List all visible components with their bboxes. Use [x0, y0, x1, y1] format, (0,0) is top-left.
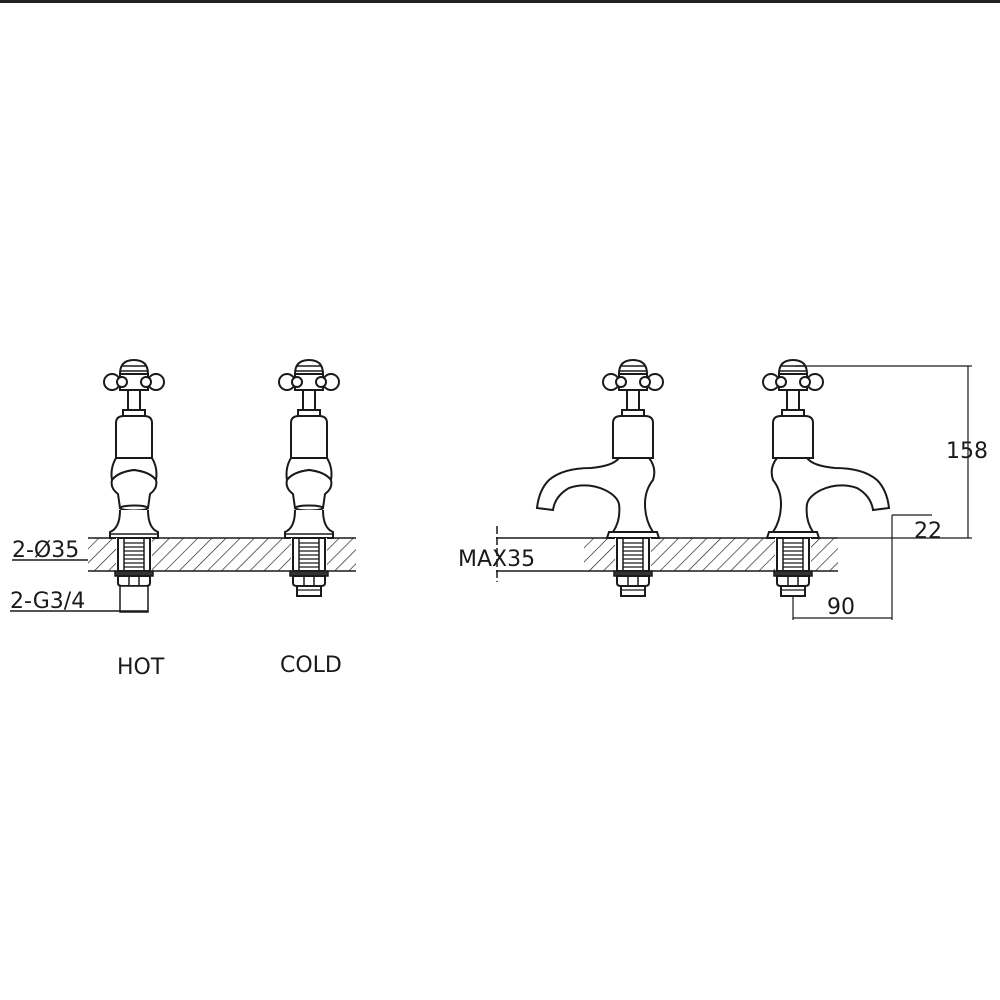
cold-tap-front	[279, 360, 339, 597]
hot-tap-front	[104, 360, 164, 597]
clearance-label: 22	[914, 519, 942, 544]
tap-side-right	[763, 360, 889, 597]
tap-side-left	[537, 360, 663, 597]
top-border-line	[0, 0, 1000, 3]
cold-label: COLD	[280, 653, 342, 678]
hole-diameter-label: 2-Ø35	[12, 538, 79, 563]
reach-label: 90	[827, 595, 855, 620]
thread-label: 2-G3/4	[10, 589, 85, 614]
height-label: 158	[946, 439, 988, 464]
hot-label: HOT	[117, 655, 165, 680]
max-deck-label: MAX35	[458, 547, 535, 572]
